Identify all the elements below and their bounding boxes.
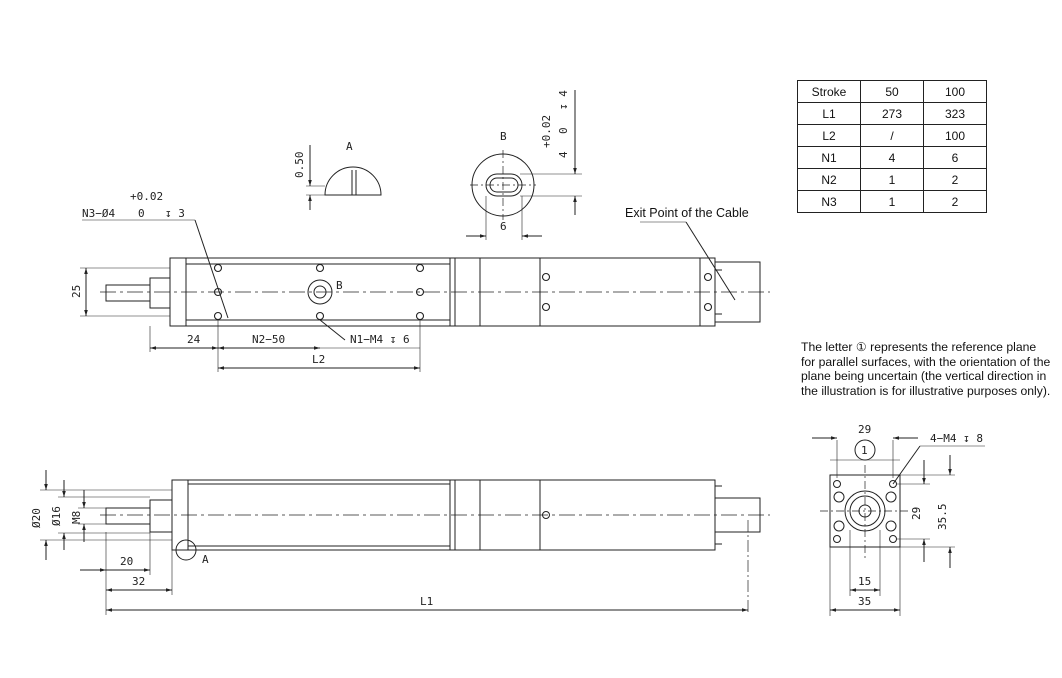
- tol-b: +0.02: [540, 115, 553, 148]
- n3-zero: 0: [138, 207, 145, 220]
- view-a-label: A: [346, 140, 353, 153]
- reference-plane-note: The letter ① represents the reference pl…: [801, 340, 1051, 398]
- table-cell: 2: [923, 190, 987, 213]
- tol-n3: +0.02: [130, 190, 163, 203]
- tol-b-4: 4: [557, 151, 570, 158]
- tol-b-depth: ↧ 4: [557, 90, 570, 110]
- dim-e29-top: 29: [858, 423, 871, 436]
- dim-25: 25: [70, 285, 83, 298]
- ref-plane-1: 1: [861, 444, 868, 457]
- dim-n1-m4: N1−M4 ↧ 6: [350, 333, 410, 346]
- dim-e15: 15: [858, 575, 871, 588]
- slot-b-marker: B: [336, 279, 343, 292]
- dim-24: 24: [187, 333, 201, 346]
- table-cell: 50: [860, 80, 924, 103]
- dim-32: 32: [132, 575, 145, 588]
- dim-e29-side: 29: [910, 507, 923, 520]
- dim-e-m4: 4−M4 ↧ 8: [930, 432, 983, 445]
- exit-point-label: Exit Point of the Cable: [625, 206, 749, 220]
- top-view: B 25 24 N2−50 N1−M4 ↧ 6 L2 +0.02 N3−Ø4 0…: [70, 190, 770, 372]
- dim-l1: L1: [420, 595, 433, 608]
- front-view: A Ø20 Ø16 M8 20 32 L1: [30, 470, 770, 615]
- view-a: A 0.50: [293, 140, 382, 210]
- dim-20: 20: [120, 555, 133, 568]
- ref-marker-a: A: [202, 553, 209, 566]
- view-b: B +0.02 4 0 ↧ 4 6: [466, 90, 582, 240]
- dim-m8: M8: [70, 511, 83, 524]
- end-view: 29 1 4−M4 ↧ 8 29 35.5 15 35: [812, 423, 985, 616]
- table-cell: 323: [923, 102, 987, 125]
- view-b-label: B: [500, 130, 507, 143]
- dim-d20: Ø20: [30, 508, 43, 528]
- table-cell: 100: [923, 124, 987, 147]
- dim-n2-50: N2−50: [252, 333, 285, 346]
- dim-l2: L2: [312, 353, 325, 366]
- dim-b-width: 6: [500, 220, 507, 233]
- tol-b-0: 0: [557, 127, 570, 134]
- dim-e35-5: 35.5: [936, 504, 949, 531]
- n3-label: N3−Ø4: [82, 207, 115, 220]
- dim-050: 0.50: [293, 152, 306, 179]
- n3-depth: ↧ 3: [165, 207, 185, 220]
- dim-d16: Ø16: [50, 506, 63, 526]
- dim-e35: 35: [858, 595, 871, 608]
